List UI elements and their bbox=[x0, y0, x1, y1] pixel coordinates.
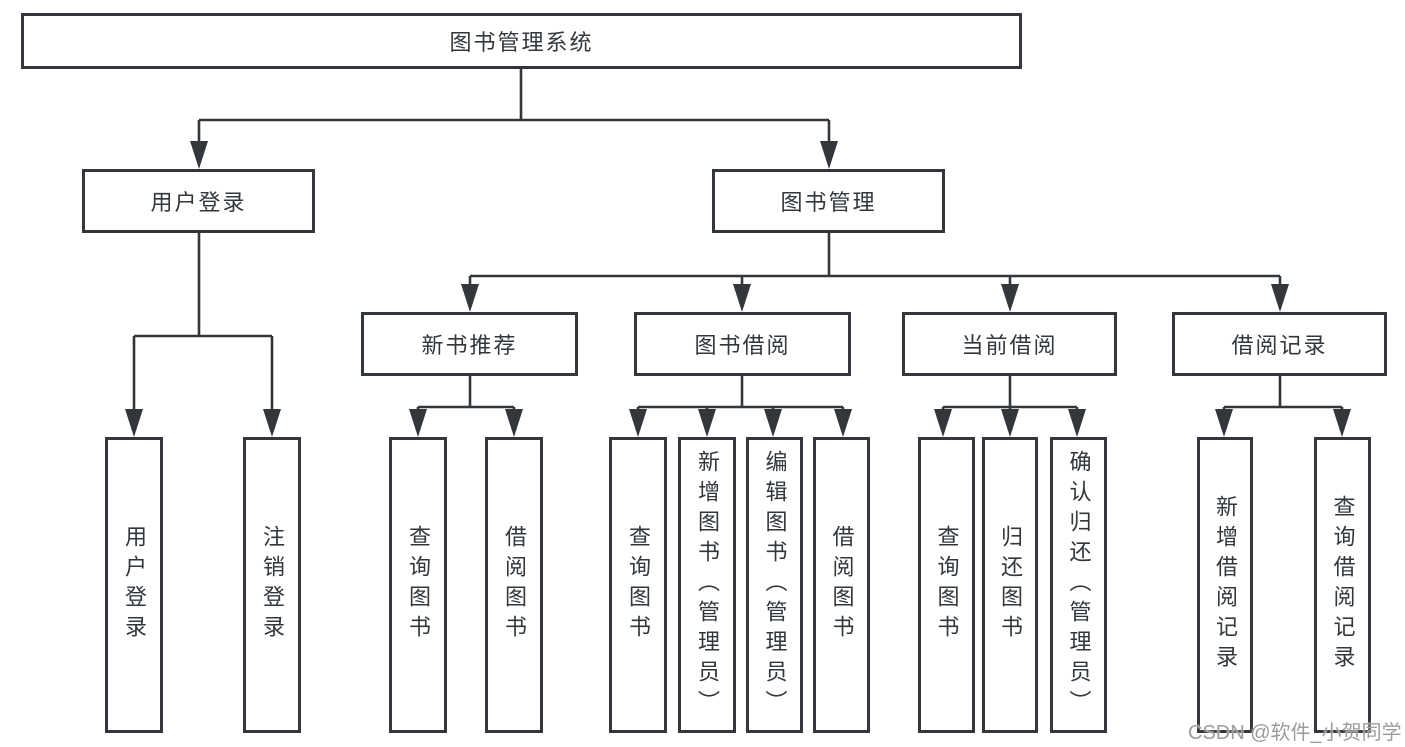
leaf-borrow-books-recommend: 借阅图书 bbox=[485, 437, 543, 733]
node-label: 图书管理系统 bbox=[449, 30, 594, 55]
node-label: 注销登录 bbox=[260, 525, 285, 645]
node-user-login: 用户登录 bbox=[82, 169, 315, 233]
node-current-borrowing: 当前借阅 bbox=[902, 312, 1117, 376]
leaf-query-borrow-record: 查询借阅记录 bbox=[1314, 437, 1371, 733]
node-book-borrowing: 图书借阅 bbox=[634, 312, 851, 376]
node-label: 查询借阅记录 bbox=[1330, 495, 1356, 675]
node-label: 查询图书 bbox=[406, 525, 431, 645]
leaf-borrow-books-borrowing: 借阅图书 bbox=[813, 437, 870, 733]
leaf-query-books-borrowing: 查询图书 bbox=[609, 437, 667, 733]
node-label: 图书借阅 bbox=[694, 333, 791, 358]
node-label: 查询图书 bbox=[934, 525, 960, 645]
node-label: 当前借阅 bbox=[961, 333, 1058, 358]
leaf-query-books-recommend: 查询图书 bbox=[389, 437, 447, 733]
leaf-add-books-admin: 新增图书（管理员） bbox=[678, 437, 736, 733]
node-label: 用户登录 bbox=[150, 190, 247, 215]
node-label: 查询图书 bbox=[626, 525, 651, 645]
node-label: 借阅图书 bbox=[829, 525, 855, 645]
node-label: 图书管理 bbox=[780, 190, 877, 215]
leaf-add-borrow-record: 新增借阅记录 bbox=[1197, 437, 1253, 733]
leaf-edit-books-admin: 编辑图书（管理员） bbox=[746, 437, 803, 733]
leaf-query-books-current: 查询图书 bbox=[918, 437, 975, 733]
node-label: 编辑图书（管理员） bbox=[762, 450, 788, 720]
node-new-book-recommend: 新书推荐 bbox=[361, 312, 578, 376]
node-label: 确认归还（管理员） bbox=[1066, 450, 1092, 720]
node-label: 新增图书（管理员） bbox=[695, 450, 720, 720]
leaf-return-books: 归还图书 bbox=[982, 437, 1038, 733]
node-label: 归还图书 bbox=[998, 525, 1023, 645]
node-library-management-system: 图书管理系统 bbox=[21, 13, 1022, 69]
node-label: 新增借阅记录 bbox=[1213, 495, 1238, 675]
leaf-confirm-return-admin: 确认归还（管理员） bbox=[1050, 437, 1107, 733]
node-label: 用户登录 bbox=[122, 525, 147, 645]
leaf-user-login: 用户登录 bbox=[105, 437, 163, 733]
node-label: 借阅图书 bbox=[502, 525, 527, 645]
node-borrow-records: 借阅记录 bbox=[1172, 312, 1387, 376]
node-label: 新书推荐 bbox=[421, 333, 518, 358]
node-book-management: 图书管理 bbox=[712, 169, 945, 233]
leaf-logout: 注销登录 bbox=[243, 437, 301, 733]
node-label: 借阅记录 bbox=[1231, 333, 1328, 358]
watermark: CSDN @软件_小贺同学 bbox=[1188, 722, 1402, 744]
